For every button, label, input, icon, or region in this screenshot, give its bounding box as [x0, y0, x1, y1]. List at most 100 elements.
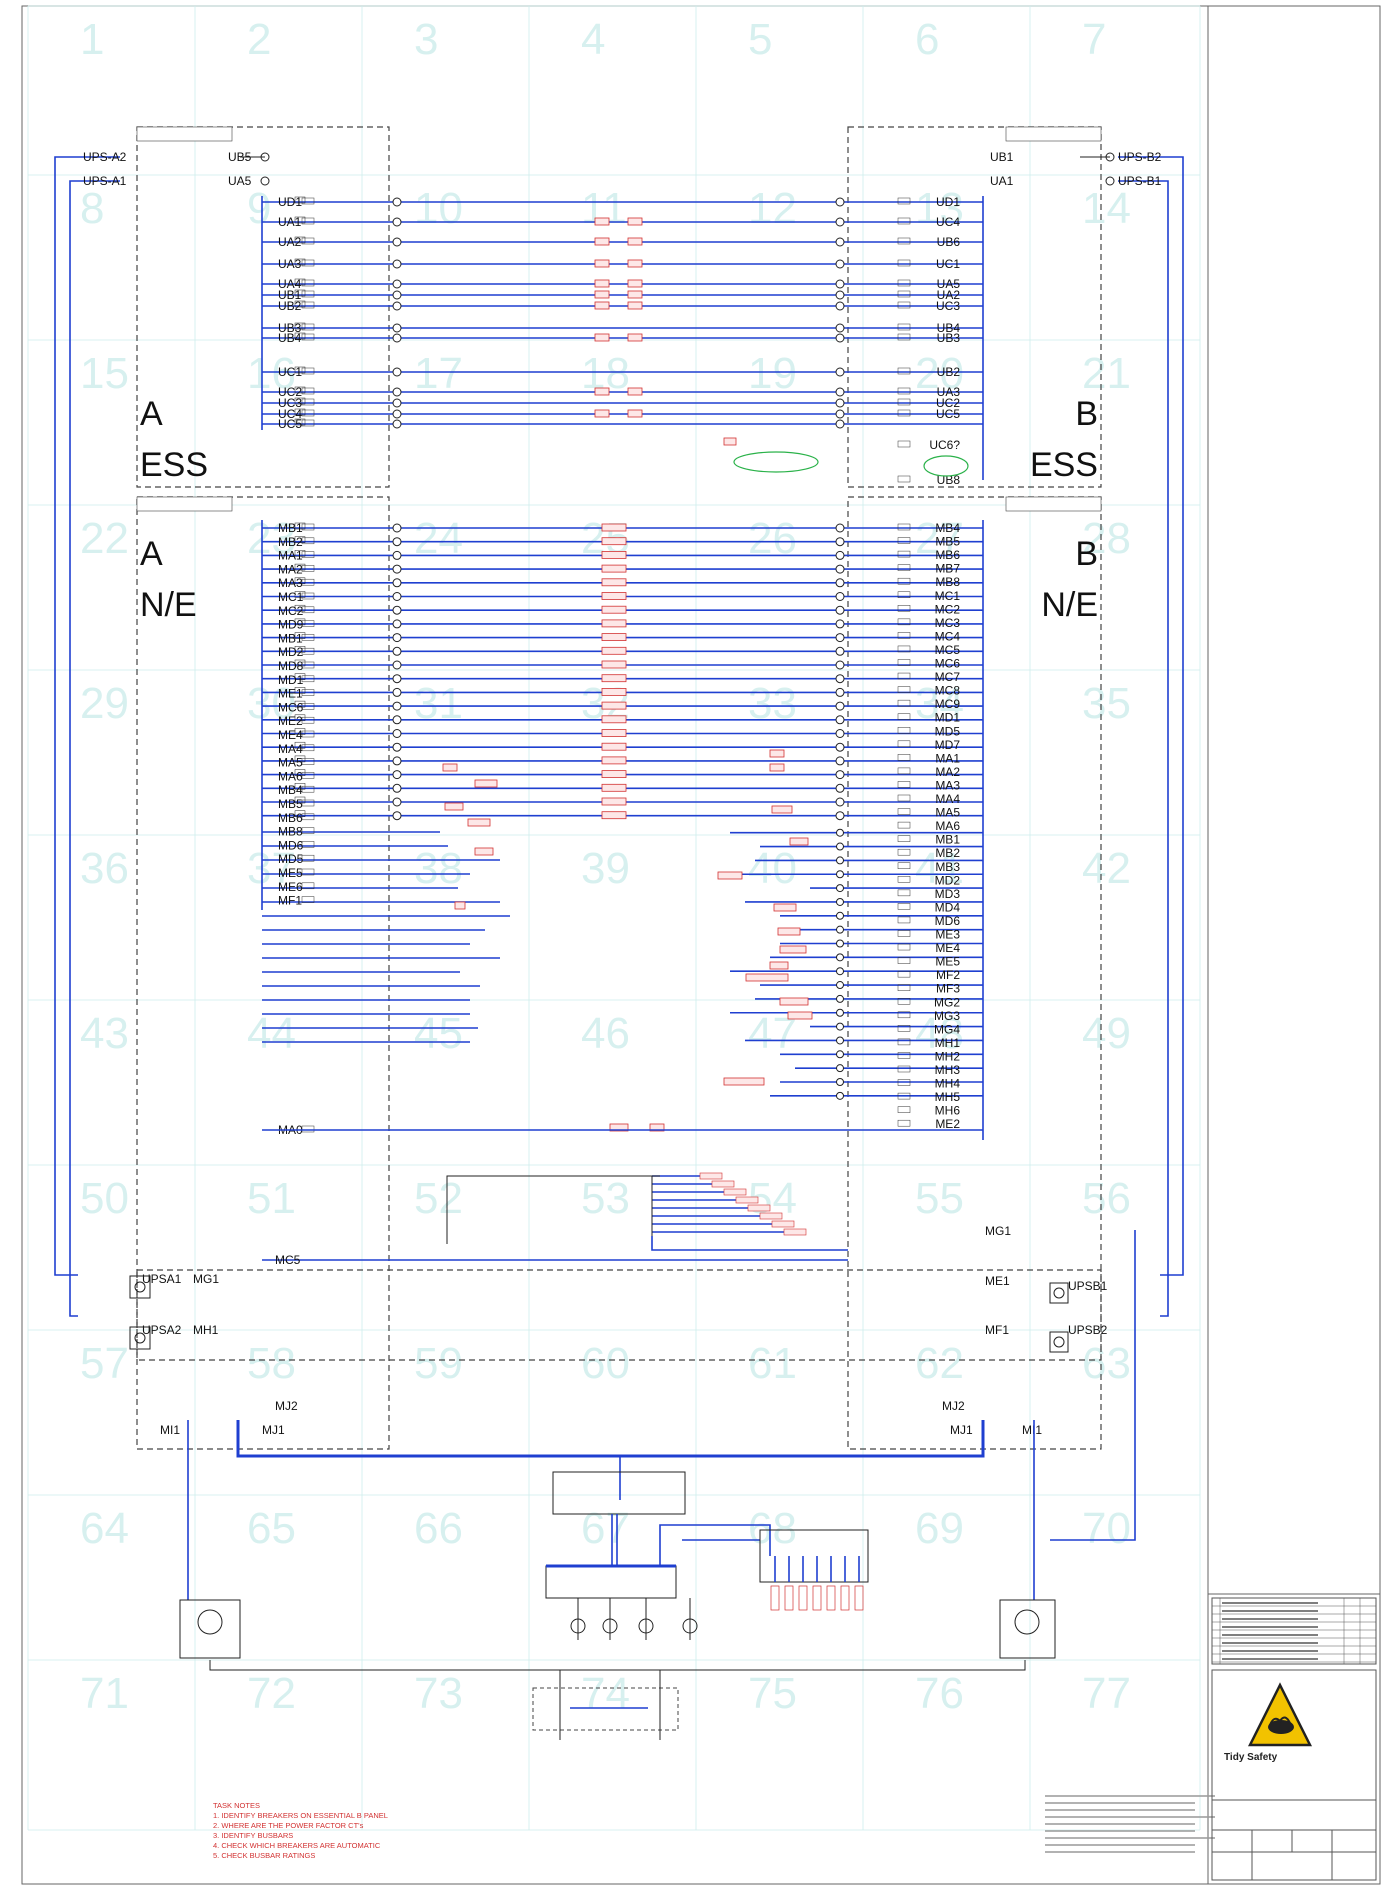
- circuit-tag: [771, 805, 793, 814]
- ups-b2-symbol: [1049, 1331, 1069, 1353]
- circuit-tag: [601, 537, 627, 546]
- breaker-label: MB6: [935, 548, 960, 562]
- mj1-left-label: MJ1: [262, 1423, 285, 1437]
- breaker-label: MC1: [935, 589, 961, 603]
- ua1-label: UA1: [990, 174, 1014, 188]
- breaker-label: MC2: [278, 604, 304, 618]
- breaker-label: ME3: [935, 928, 960, 942]
- ups-a2-symbol: [129, 1326, 151, 1350]
- mi1-right-label: MI1: [1022, 1423, 1042, 1437]
- circuit-tag: [769, 763, 785, 772]
- grid-number: 29: [80, 679, 129, 728]
- b-ess-breaker-labels: UD1UC4UB6UC1UA5UA2UC3UB4UB3UB2UA3UC2UC5U…: [897, 195, 961, 487]
- grid-number: 69: [915, 1504, 964, 1553]
- breaker-label: UB3: [278, 321, 302, 335]
- grid-number: 71: [80, 1669, 129, 1718]
- circuit-tag: [601, 715, 627, 724]
- ups-a1-symbol: [129, 1275, 151, 1299]
- breaker-label: UC2: [936, 396, 960, 410]
- breaker-label: UC3: [936, 299, 960, 313]
- upsa2-label: UPSA2: [142, 1323, 182, 1337]
- grid-number: 52: [414, 1174, 463, 1223]
- breaker-label: MB5: [278, 797, 303, 811]
- circuit-tag: [601, 578, 627, 587]
- breaker-label: MB1: [935, 833, 960, 847]
- hand-hazard-icon: [1268, 1720, 1294, 1734]
- breaker-label: UC4: [936, 215, 960, 229]
- mg1-right-label: MG1: [985, 1224, 1011, 1238]
- circuit-tag: [601, 783, 627, 792]
- circuit-tag: [769, 749, 785, 758]
- breaker-label: MG3: [934, 1009, 960, 1023]
- circuit-tag: [787, 1011, 813, 1020]
- breaker-label: MB6: [278, 811, 303, 825]
- warning-triangle-icon: [1247, 1682, 1313, 1747]
- breaker-label: ME4: [935, 941, 960, 955]
- grid-number: 68: [748, 1504, 797, 1553]
- breaker-label: MC3: [935, 616, 961, 630]
- mc5-left-label: MC5: [275, 1253, 301, 1267]
- breaker-label: UB6: [937, 235, 961, 249]
- breaker-label: MA6: [935, 819, 960, 833]
- task-notes-title: TASK NOTES: [213, 1801, 260, 1810]
- circuit-tag: [609, 1123, 629, 1132]
- circuit-tag: [777, 927, 801, 936]
- breaker-label: MB2: [935, 846, 960, 860]
- breaker-label: UC6?: [929, 438, 960, 452]
- ups-b1-feeder: [1118, 180, 1169, 1317]
- upsa1-label: UPSA1: [142, 1272, 182, 1286]
- ups-b1-symbol: [1049, 1282, 1069, 1304]
- breaker-label: ME1: [278, 687, 303, 701]
- breaker-label: MD6: [278, 838, 304, 852]
- generator-left: [179, 1599, 241, 1659]
- panel-a-ess-title-1: A: [140, 395, 163, 433]
- circuit-tag: [779, 997, 809, 1006]
- grid-number: 62: [915, 1339, 964, 1388]
- breaker-label: MC1: [278, 590, 304, 604]
- grid-number: 67: [581, 1504, 630, 1553]
- circuit-tag: [745, 973, 789, 982]
- grid-number: 77: [1082, 1669, 1131, 1718]
- breaker-label: MA2: [935, 765, 960, 779]
- circuit-tag: [789, 837, 809, 846]
- breaker-label: MA2: [278, 562, 303, 576]
- grid-number: 37: [247, 844, 296, 893]
- breaker-label: ME5: [935, 955, 960, 969]
- breaker-label: UA1: [278, 215, 302, 229]
- grid-number: 43: [80, 1009, 129, 1058]
- ub1-label: UB1: [990, 150, 1014, 164]
- grid-number: 75: [748, 1669, 797, 1718]
- circuit-tag: [601, 619, 627, 628]
- mf1-right-label: MF1: [985, 1323, 1009, 1337]
- breaker-label: ME6: [278, 880, 303, 894]
- general-notes-block: [1045, 1795, 1215, 1853]
- grid-number: 57: [80, 1339, 129, 1388]
- circuit-tag: [594, 333, 610, 342]
- breaker-label: MD2: [935, 873, 961, 887]
- grid-number: 10: [414, 184, 463, 233]
- breaker-label: UA4: [278, 277, 302, 291]
- breaker-label: MH1: [935, 1036, 961, 1050]
- breaker-label: ME2: [278, 714, 303, 728]
- grid-number: 31: [414, 679, 463, 728]
- logo-text: Tidy Safety: [1224, 1752, 1278, 1763]
- circuit-tag: [627, 290, 643, 299]
- circuit-tag: [779, 945, 807, 954]
- title-block: [1211, 1597, 1377, 1881]
- grid-number: 6: [915, 15, 939, 64]
- breaker-label: MD9: [278, 618, 304, 632]
- grid-number: 35: [1082, 679, 1131, 728]
- circuit-tag: [649, 1123, 665, 1132]
- breaker-label: MA3: [935, 778, 960, 792]
- mg1-left-label: MG1: [193, 1272, 219, 1286]
- breaker-label: UA3: [278, 257, 302, 271]
- breaker-label: MC9: [935, 697, 961, 711]
- circuit-tag: [601, 729, 627, 737]
- breaker-label: UD1: [278, 195, 302, 209]
- circuit-tag: [601, 797, 627, 806]
- breaker-label: UB4: [937, 321, 961, 335]
- breaker-label: MD6: [935, 914, 961, 928]
- grid-number: 50: [80, 1174, 129, 1223]
